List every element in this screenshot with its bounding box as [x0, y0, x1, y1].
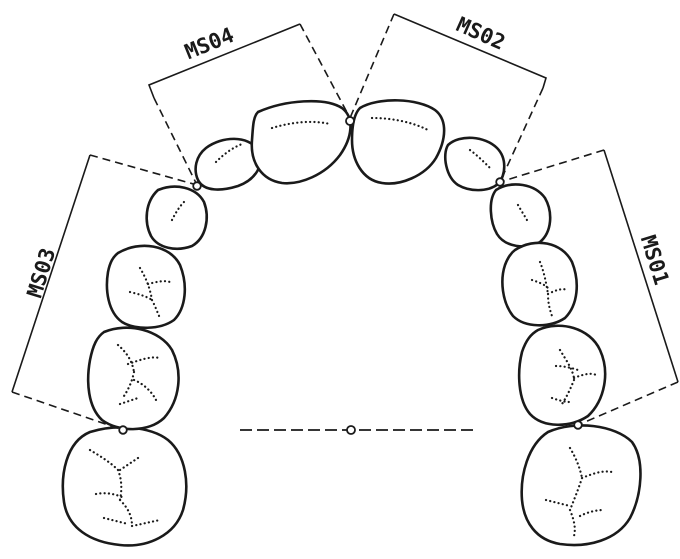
tooth-left-central-incisor — [250, 99, 352, 185]
tooth-right-first-molar — [520, 424, 642, 547]
label-ms03: MS03 — [22, 245, 60, 300]
label-ms01: MS01 — [636, 232, 674, 287]
bracket-ms04 — [147, 23, 351, 186]
tooth-right-first-premolar — [501, 241, 579, 327]
label-ms04: MS04 — [181, 23, 237, 64]
tooth-left-canine — [145, 185, 208, 250]
contact-point-right-canine — [495, 177, 505, 187]
fissure-marks — [88, 116, 614, 538]
contact-point-midline — [345, 116, 355, 126]
bracket-ms03 — [11, 154, 198, 431]
bracket-ms02 — [349, 13, 547, 183]
tooth-left-lateral-incisor — [194, 137, 262, 191]
contact-point-right-molar — [573, 420, 583, 430]
tooth-left-first-premolar — [105, 244, 187, 330]
bracket-ms01 — [499, 149, 679, 426]
tooth-right-canine — [489, 183, 552, 248]
midline-center-point — [346, 425, 356, 435]
tooth-left-second-premolar — [86, 326, 180, 431]
contact-point-left-molar — [118, 425, 128, 435]
contact-point-left-canine — [192, 181, 202, 191]
tooth-right-central-incisor — [350, 99, 446, 185]
tooth-left-first-molar — [61, 426, 188, 547]
midline-reference — [240, 425, 477, 435]
label-ms02: MS02 — [453, 12, 509, 54]
tooth-right-second-premolar — [517, 324, 607, 427]
